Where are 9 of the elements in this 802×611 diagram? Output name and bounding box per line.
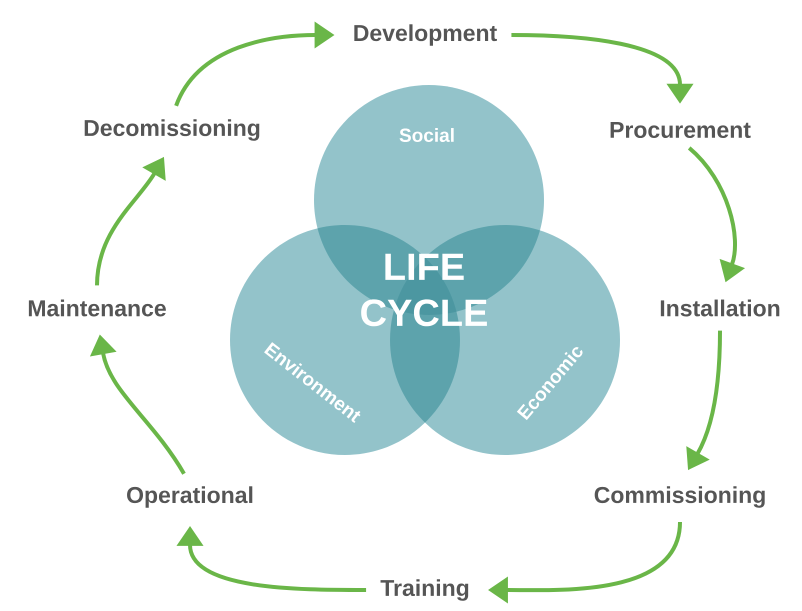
stage-label: Installation [660, 300, 780, 316]
stage-label: Decomissioning [84, 119, 260, 141]
node-label: Social [400, 128, 454, 142]
stage-label: Maintenance [28, 300, 166, 316]
stage-label: Operational [127, 486, 252, 508]
stage-label: Procurement [610, 122, 751, 138]
stage-label: Development [354, 24, 497, 46]
stage-label: Training [380, 579, 468, 601]
stage-label: Commissioning [594, 486, 765, 508]
